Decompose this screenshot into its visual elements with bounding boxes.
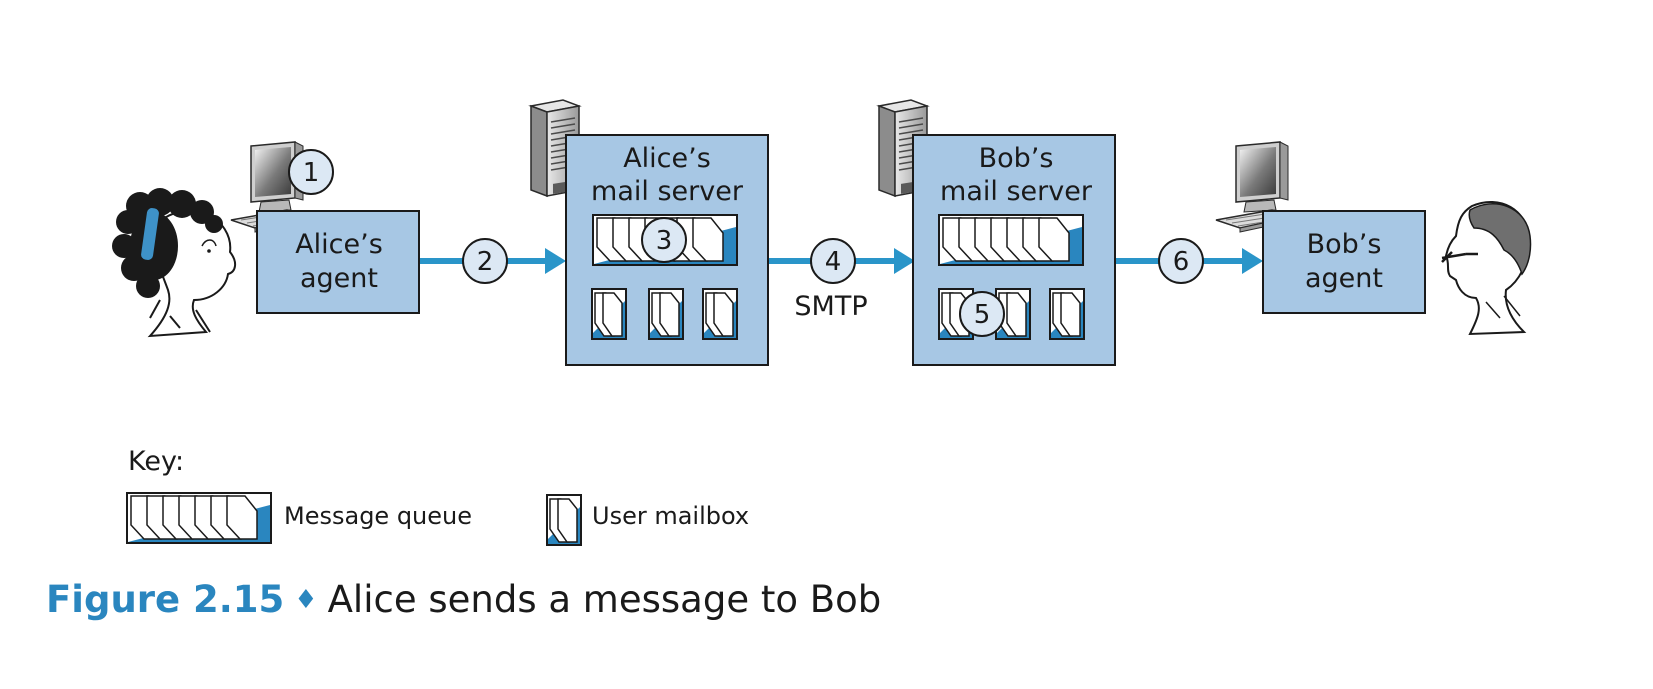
bob-person-icon	[1441, 201, 1532, 336]
step-1-number: 1	[303, 158, 320, 188]
legend-title: Key:	[128, 446, 184, 477]
bob-agent-box: Bob’s agent	[1262, 210, 1426, 314]
alice-agent-label-2: agent	[300, 263, 378, 294]
alice-server-label-2: mail server	[591, 176, 744, 207]
step-6-badge: 6	[1158, 238, 1204, 284]
alice-agent-label-1: Alice’s	[295, 229, 383, 260]
legend-message-queue-label: Message queue	[284, 502, 472, 530]
step-3-number: 3	[656, 226, 673, 256]
alice-person-icon	[112, 188, 236, 338]
arrow-4-head	[894, 248, 915, 274]
step-6-number: 6	[1173, 247, 1190, 277]
step-4-badge: 4	[810, 238, 856, 284]
bob-server-label-2: mail server	[940, 176, 1093, 207]
arrow-2-head	[545, 248, 566, 274]
step-3-badge: 3	[641, 217, 687, 263]
figure-number: Figure 2.15	[46, 578, 285, 621]
smtp-label: SMTP	[794, 291, 867, 322]
step-2-number: 2	[477, 247, 494, 277]
legend-user-mailbox-icon	[546, 494, 582, 546]
bob-mail-server-box: Bob’s mail server	[912, 134, 1116, 366]
figure-caption: Figure 2.15 ♦ Alice sends a message to Bob	[46, 578, 881, 621]
step-1-badge: 1	[288, 149, 334, 195]
arrow-6-head	[1242, 248, 1263, 274]
step-2-badge: 2	[462, 238, 508, 284]
bob-server-label-1: Bob’s	[979, 143, 1054, 174]
legend-message-queue-icon	[126, 492, 272, 544]
figure-title: Alice sends a message to Bob	[327, 578, 882, 621]
legend-user-mailbox-label: User mailbox	[592, 502, 749, 530]
alice-server-label-1: Alice’s	[623, 143, 711, 174]
alice-user-mailbox-1	[591, 288, 627, 340]
bob-agent-label-1: Bob’s	[1307, 229, 1382, 260]
legend: Key: Message queue User mailbox	[126, 446, 749, 546]
bob-user-mailbox-3	[1049, 288, 1085, 340]
alice-user-mailbox-2	[648, 288, 684, 340]
diamond-bullet-icon: ♦	[294, 585, 318, 615]
step-5-badge: 5	[959, 291, 1005, 337]
alice-user-mailbox-3	[702, 288, 738, 340]
bob-message-queue	[938, 214, 1084, 266]
step-5-number: 5	[974, 300, 991, 330]
step-4-number: 4	[825, 247, 842, 277]
bob-agent-label-2: agent	[1305, 263, 1383, 294]
alice-agent-box: Alice’s agent	[256, 210, 420, 314]
